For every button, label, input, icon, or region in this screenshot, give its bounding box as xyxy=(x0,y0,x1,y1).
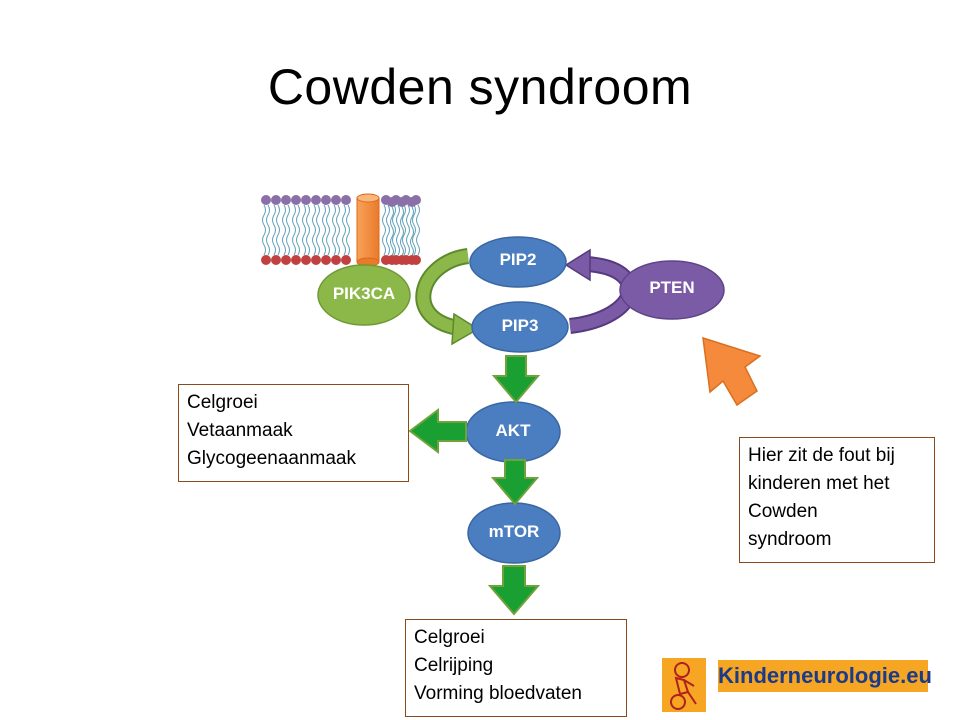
phospholipid-head-bottom xyxy=(341,255,351,265)
phospholipid-tail xyxy=(292,204,296,256)
pip3-label: PIP3 xyxy=(501,316,539,335)
phospholipid-head-top xyxy=(387,197,397,207)
pten-node xyxy=(619,260,725,320)
phospholipid-head-bottom xyxy=(397,255,407,265)
phospholipid-head-bottom xyxy=(407,255,417,265)
phospholipid-tail xyxy=(282,204,286,256)
cell-membrane xyxy=(261,195,421,265)
mtor-effect-item: Celrijping xyxy=(414,655,494,676)
phospholipid-tail xyxy=(272,204,276,256)
note-line: syndroom xyxy=(748,529,832,550)
pik3ca-conversion-arrow xyxy=(415,248,480,346)
phospholipid-tail xyxy=(392,204,396,256)
mtor-effect-item: Celgroei xyxy=(414,627,485,648)
akt-to-effects-arrow xyxy=(408,408,467,454)
phospholipid-head-top xyxy=(291,195,301,205)
phospholipid-tail xyxy=(346,204,350,256)
phospholipid-head-top xyxy=(271,195,281,205)
phospholipid-head-top xyxy=(301,195,311,205)
pip3-node xyxy=(471,301,569,353)
phospholipid-tail xyxy=(316,204,320,256)
phospholipid-tail xyxy=(302,204,306,256)
phospholipid-tail xyxy=(402,204,406,256)
mtor-effect-item: Vorming bloedvaten xyxy=(414,683,582,704)
logo-text: Kinderneurologie.eu xyxy=(718,660,932,692)
phospholipid-tail xyxy=(386,204,390,256)
phospholipid-tail xyxy=(336,204,340,256)
phospholipid-tail xyxy=(406,204,410,256)
phospholipid-tail xyxy=(332,204,336,256)
pik3ca-node xyxy=(317,264,411,326)
phospholipid-head-top xyxy=(281,195,291,205)
pip2-node xyxy=(469,236,567,288)
phospholipid-head-bottom xyxy=(271,255,281,265)
receptor-icon xyxy=(356,193,380,267)
phospholipid-tail xyxy=(262,204,266,256)
phospholipid-tail xyxy=(396,204,400,256)
phospholipid-head-top xyxy=(261,195,271,205)
phospholipid-tail xyxy=(286,204,290,256)
error-pointer-arrow xyxy=(702,336,762,407)
phospholipid-head-top xyxy=(311,195,321,205)
mtor-to-effects-arrow xyxy=(487,565,541,616)
phospholipid-tail xyxy=(326,204,330,256)
akt-to-mtor-arrow xyxy=(490,459,540,506)
phospholipid-head-bottom xyxy=(321,255,331,265)
pten-label: PTEN xyxy=(649,278,695,297)
phospholipid-tail xyxy=(382,204,386,256)
phospholipid-head-bottom xyxy=(311,255,321,265)
phospholipid-tail xyxy=(276,204,280,256)
phospholipid-head-bottom xyxy=(331,255,341,265)
akt-label: AKT xyxy=(495,421,531,440)
phospholipid-head-top xyxy=(321,195,331,205)
akt-effects-box: Celgroei Vetaanmaak Glycogeenaanmaak xyxy=(178,384,409,482)
phospholipid-head-bottom xyxy=(387,255,397,265)
page-title: Cowden syndroom xyxy=(267,59,693,115)
phospholipid-tail xyxy=(390,206,394,256)
phospholipid-head-top xyxy=(407,197,417,207)
pik3ca-label: PIK3CA xyxy=(332,284,396,303)
phospholipid-tail xyxy=(342,204,346,256)
pip2-label: PIP2 xyxy=(499,250,537,269)
phospholipid-tail xyxy=(410,206,414,256)
mtor-effects-box: Celgroei Celrijping Vorming bloedvaten xyxy=(405,619,627,717)
pip3-to-akt-arrow xyxy=(491,355,541,404)
phospholipid-tail xyxy=(296,204,300,256)
phospholipid-head-bottom xyxy=(291,255,301,265)
logo-figure-icon xyxy=(662,658,706,712)
akt-effect-item: Vetaanmaak xyxy=(187,420,293,441)
phospholipid-tail xyxy=(322,204,326,256)
phospholipid-tail xyxy=(266,204,270,256)
error-note-box: Hier zit de fout bij kinderen met het Co… xyxy=(739,437,935,563)
phospholipid-tail xyxy=(412,204,416,256)
note-line: Cowden xyxy=(748,501,818,522)
akt-effect-item: Celgroei xyxy=(187,392,258,413)
note-line: Hier zit de fout bij xyxy=(748,445,895,466)
phospholipid-tail xyxy=(400,206,404,256)
phospholipid-head-bottom xyxy=(281,255,291,265)
phospholipid-tail xyxy=(312,204,316,256)
phospholipid-tail xyxy=(416,204,420,256)
phospholipid-tail xyxy=(306,204,310,256)
phospholipid-head-top xyxy=(341,195,351,205)
phospholipid-head-bottom xyxy=(261,255,271,265)
phospholipid-head-top xyxy=(397,197,407,207)
phospholipid-head-top xyxy=(331,195,341,205)
phospholipid-head-bottom xyxy=(301,255,311,265)
mtor-label: mTOR xyxy=(488,522,540,541)
note-line: kinderen met het xyxy=(748,473,890,494)
akt-effect-item: Glycogeenaanmaak xyxy=(187,448,356,469)
